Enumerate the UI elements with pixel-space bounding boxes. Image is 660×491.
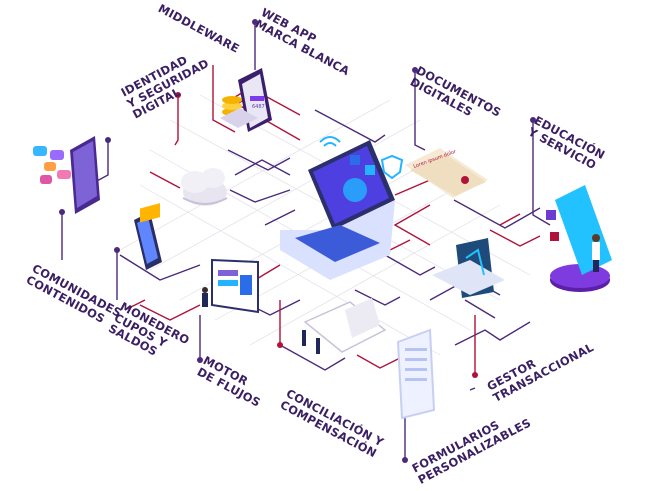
education-screen-icon — [546, 185, 612, 292]
wifi-icon — [319, 136, 341, 147]
document-certificate-icon: Loren ipsum dolor — [405, 148, 488, 198]
handshake-contract-icon — [302, 298, 387, 354]
workflow-monitor-icon — [202, 258, 259, 314]
tablet-form-icon — [396, 328, 436, 420]
server-stack-icon: 6487 — [220, 68, 272, 132]
connector-lines-dark — [61, 22, 551, 460]
folder-icon — [350, 155, 360, 165]
phone-number-text: 6487 — [252, 104, 265, 110]
connector-dots — [59, 19, 536, 463]
laptop-icon — [280, 140, 395, 280]
wallet-phone-icon — [134, 203, 162, 270]
chat-bubbles-icon — [33, 136, 100, 214]
shield-check-icon — [380, 154, 404, 180]
cloud-icon — [181, 168, 228, 206]
image-icon — [365, 165, 375, 175]
transaction-monitor-icon — [432, 238, 505, 298]
